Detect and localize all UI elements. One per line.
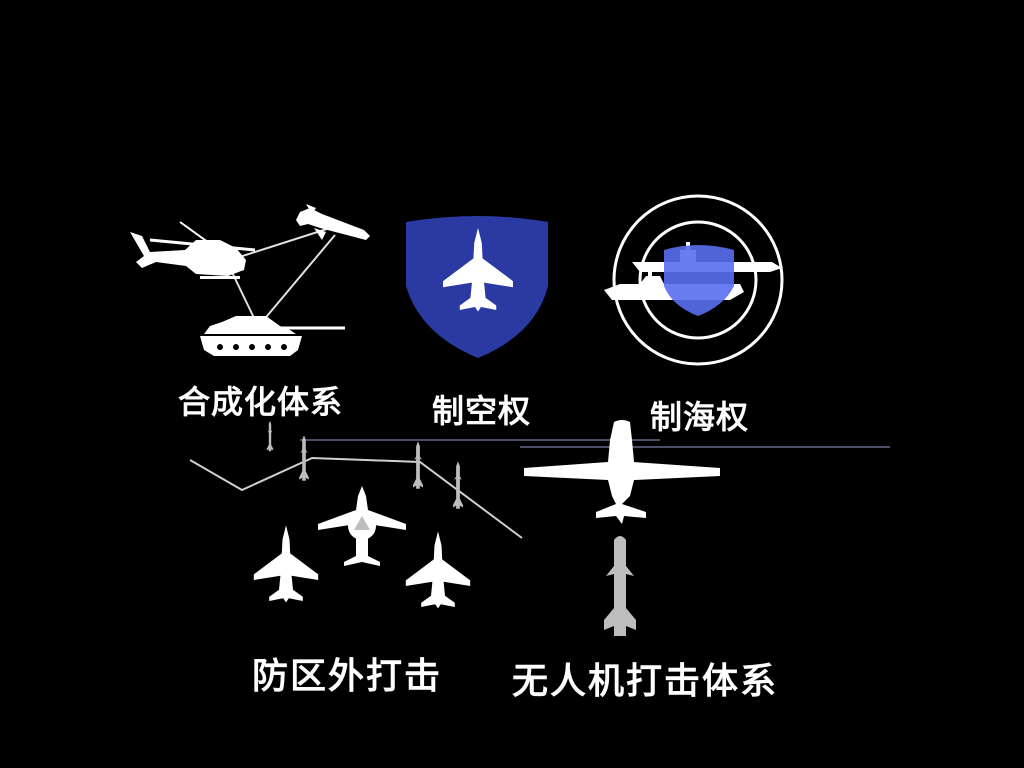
awacs-plane-icon (318, 486, 406, 566)
helicopter-icon (130, 221, 256, 279)
label-standoff-strike: 防区外打击 (252, 656, 443, 697)
shield-icon (664, 245, 734, 316)
missile-icon (266, 420, 274, 452)
label-sea-control: 制海权 (650, 398, 750, 436)
label-air-superiority: 制空权 (432, 392, 532, 430)
missile-icon (453, 461, 463, 509)
air-superiority-graphic (406, 216, 548, 358)
drone-icon (524, 420, 720, 524)
tank-icon (200, 316, 345, 356)
radar-rings-icon (612, 194, 784, 366)
combined-arms-graphic (130, 204, 370, 356)
missile-icon (299, 435, 309, 481)
fighter-jet-icon (405, 531, 471, 609)
label-uav-strike: 无人机打击体系 (512, 661, 779, 702)
missile-icon (413, 441, 423, 489)
missile-icon (604, 536, 636, 636)
uav-strike-graphic (524, 420, 720, 636)
standoff-strike-graphic (189, 420, 523, 609)
cruise-missile-icon (296, 204, 370, 240)
fighter-jet-icon (253, 525, 319, 603)
sea-control-graphic (604, 194, 784, 366)
label-combined-arms: 合成化体系 (178, 383, 344, 421)
